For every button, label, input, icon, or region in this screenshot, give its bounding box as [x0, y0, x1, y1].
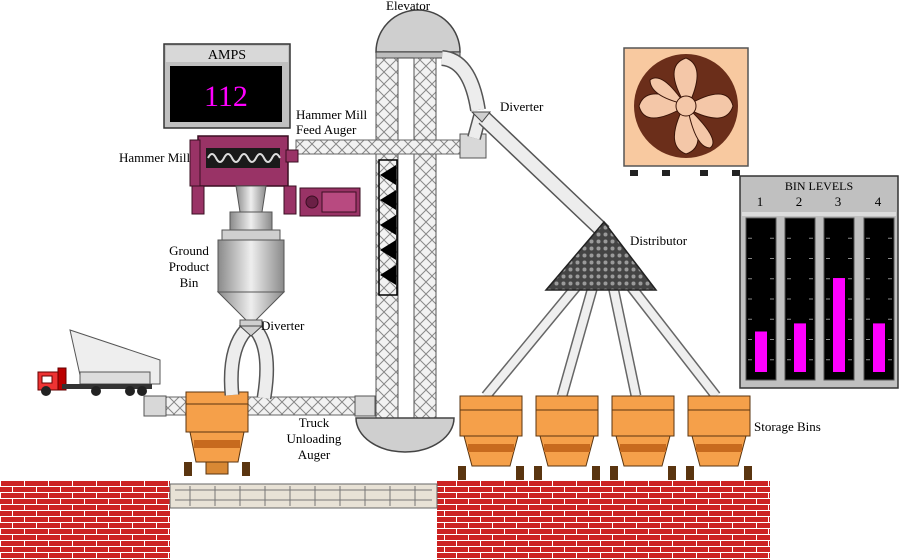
label-auger-3: Auger	[298, 447, 331, 462]
pit-grate	[175, 486, 432, 506]
bin-level-fill-2	[794, 323, 806, 372]
label-storage-bins: Storage Bins	[754, 419, 821, 434]
label-hammer-mill: Hammer Mill	[119, 150, 191, 165]
distributor-spouts	[481, 266, 721, 400]
amps-value: 112	[204, 80, 248, 113]
hammer-mill	[189, 135, 361, 217]
storage-bin-4	[686, 395, 752, 480]
receiving-bin	[184, 391, 250, 476]
truck-pit	[169, 483, 438, 509]
ground-product-bin	[216, 185, 286, 329]
truck-unloading-auger	[149, 396, 376, 416]
label-diverter-top: Diverter	[500, 99, 544, 114]
label-distributor: Distributor	[630, 233, 688, 248]
brick-wall-right	[437, 480, 770, 560]
lower-diverter-spouts	[223, 324, 275, 400]
label-elevator: Elevator	[386, 0, 431, 13]
label-diverter-lower: Diverter	[261, 318, 305, 333]
label-auger-1: Truck	[299, 415, 330, 430]
bin-number-2: 2	[796, 194, 803, 209]
feed-auger-inlet-box	[459, 133, 487, 159]
fan-icon	[623, 47, 749, 176]
amps-title: AMPS	[208, 48, 246, 63]
bucket-elevator	[355, 9, 461, 453]
label-ground-2: Product	[169, 259, 210, 274]
label-feed-auger-1: Hammer Mill	[296, 107, 368, 122]
storage-bin-3	[610, 395, 676, 480]
amps-display: AMPS 112	[163, 43, 291, 129]
auger-outlet-box	[354, 395, 376, 417]
bin-levels-panel: BIN LEVELS 1 2 3 4	[739, 175, 899, 389]
top-diverter-spouts	[440, 50, 610, 238]
bin-gauges	[745, 217, 895, 381]
label-ground-3: Bin	[180, 275, 199, 290]
distributor	[544, 220, 658, 291]
label-ground-1: Ground	[169, 243, 209, 258]
bin-level-fill-1	[755, 331, 767, 372]
storage-bin-2	[534, 395, 600, 480]
dump-truck	[37, 329, 161, 396]
label-auger-2: Unloading	[287, 431, 342, 446]
storage-bins	[458, 395, 752, 480]
auger-inlet-box	[143, 395, 167, 417]
bin-number-3: 3	[835, 194, 842, 209]
storage-bin-1	[458, 395, 524, 480]
bin-number-1: 1	[757, 194, 764, 209]
bin-level-fill-4	[873, 323, 885, 372]
brick-wall-left	[0, 480, 170, 560]
label-feed-auger-2: Feed Auger	[296, 122, 357, 137]
hammer-mill-feed-auger	[295, 139, 467, 155]
bin-level-fill-3	[833, 278, 845, 372]
bin-number-4: 4	[875, 194, 882, 209]
bin-levels-title: BIN LEVELS	[785, 179, 853, 193]
elevator-buckets	[380, 165, 396, 285]
